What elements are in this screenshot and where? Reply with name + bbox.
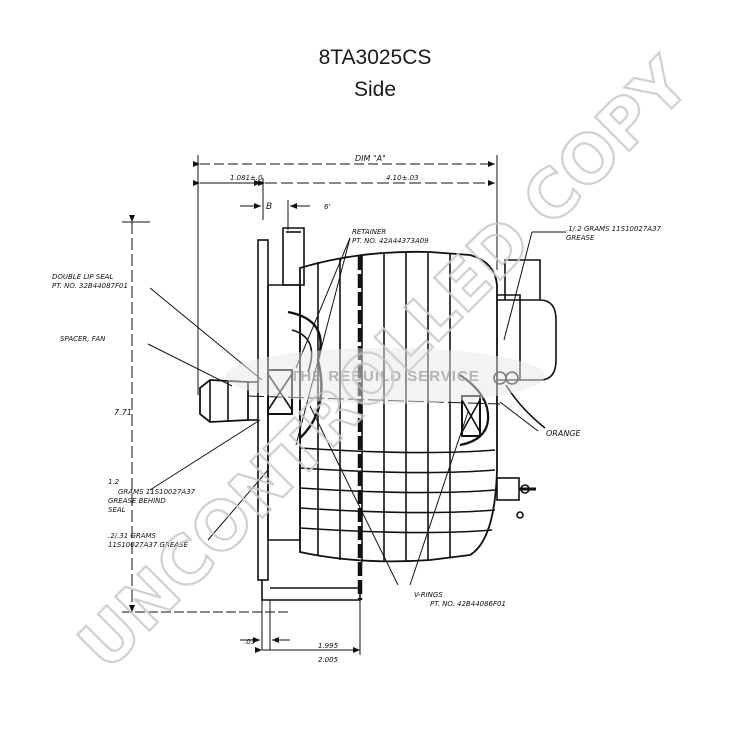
dim-a-label: DIM "A"	[355, 154, 386, 163]
height-label: 7.71	[114, 408, 132, 417]
grease-low-qty: .2/.31 GRAMS	[108, 532, 157, 540]
double-lip-seal-pn: PT. NO. 32B44087F01	[52, 282, 128, 290]
view-subtitle: Side	[353, 78, 397, 101]
grease-mid-seal: SEAL	[108, 506, 126, 514]
double-lip-seal-label: DOUBLE LIP SEAL	[52, 273, 113, 281]
body-length-label: 4.10±.03	[386, 174, 419, 182]
bottom-gap-label: .03	[244, 638, 255, 646]
orange-wire-label: ORANGE	[546, 429, 582, 438]
model-title: 8TA3025CS	[318, 46, 432, 69]
grease-top-word: GREASE	[566, 234, 595, 242]
b-tolerance-label: 6'	[324, 203, 330, 211]
spacer-fan-label: SPACER, FAN	[60, 335, 106, 343]
grease-mid-behind: GREASE BEHIND	[108, 497, 166, 505]
watermark-logo-text: THE REBUILD SERVICE	[290, 368, 480, 385]
uncontrolled-copy-watermark: UNCONTROLLED COPY	[64, 43, 705, 684]
front-offset-label: 1.081±.0	[230, 174, 263, 182]
b-dimension-label: B	[266, 202, 272, 212]
bore-bottom-label: 2.005	[318, 656, 339, 664]
grease-mid-part: GRAMS 11S10027A37	[118, 488, 196, 496]
v-rings-pn: PT. NO. 42B44086F01	[430, 600, 506, 608]
retainer-label: RETAINER	[352, 228, 386, 236]
grease-top-qty: .1/.2 GRAMS 11S10027A37	[566, 225, 662, 233]
dimension-lines	[122, 155, 498, 655]
retainer-pn: PT. NO. 42A44373A09	[352, 237, 429, 245]
watermark-logo-shape	[225, 348, 545, 404]
bore-top-label: 1.995	[318, 642, 339, 650]
v-rings-label: V-RINGS	[414, 591, 443, 599]
grease-mid-qty: 1.2	[108, 478, 120, 486]
drawing-labels: DIM "A" 1.081±.0 4.10±.03 B 6' 7.71 .03 …	[52, 154, 662, 664]
watermark: THE REBUILD SERVICE UNCONTROLLED COPY	[63, 42, 706, 685]
grease-low-part: 11S10027A37 GREASE	[108, 541, 188, 549]
